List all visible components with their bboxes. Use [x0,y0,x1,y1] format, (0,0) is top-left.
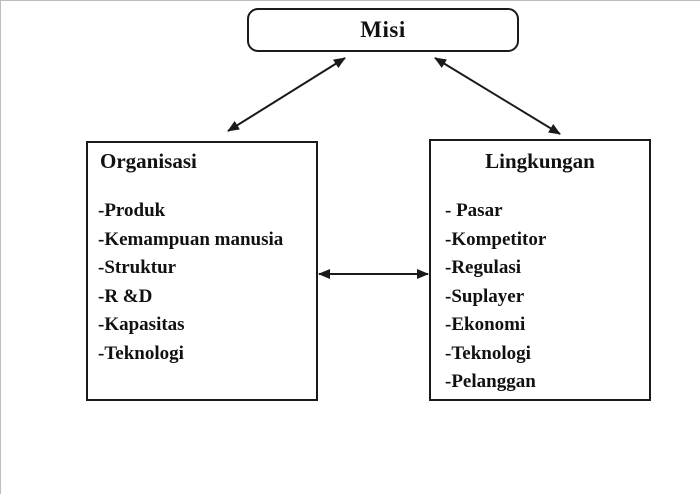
environment-title: Lingkungan [485,149,595,173]
organization-item: -Teknologi [98,342,184,364]
environment-item: -Regulasi [445,257,521,278]
environment-item: -Suplayer [445,285,525,307]
organization-item: -Produk [98,200,166,221]
organization-item: -Kapasitas [98,314,185,335]
environment-item: -Ekonomi [445,314,526,335]
environment-item: -Kompetitor [445,228,547,250]
organization-node: Organisasi -Produk -Kemampuan manusia -S… [86,141,318,401]
organization-title: Organisasi [100,149,197,173]
organization-item: -Kemampuan manusia [98,228,284,250]
arrow-mission-organization [227,57,346,132]
organization-item: -R &D [98,285,153,307]
environment-node: Lingkungan - Pasar -Kompetitor -Regulasi… [429,139,651,401]
environment-item: -Teknologi [445,342,531,364]
mission-node: Misi [247,8,519,52]
organization-item: -Struktur [98,257,177,278]
arrow-mission-environment [434,57,561,135]
mission-label: Misi [360,17,406,42]
environment-item: -Pelanggan [445,371,536,392]
environment-item: - Pasar [445,200,503,221]
